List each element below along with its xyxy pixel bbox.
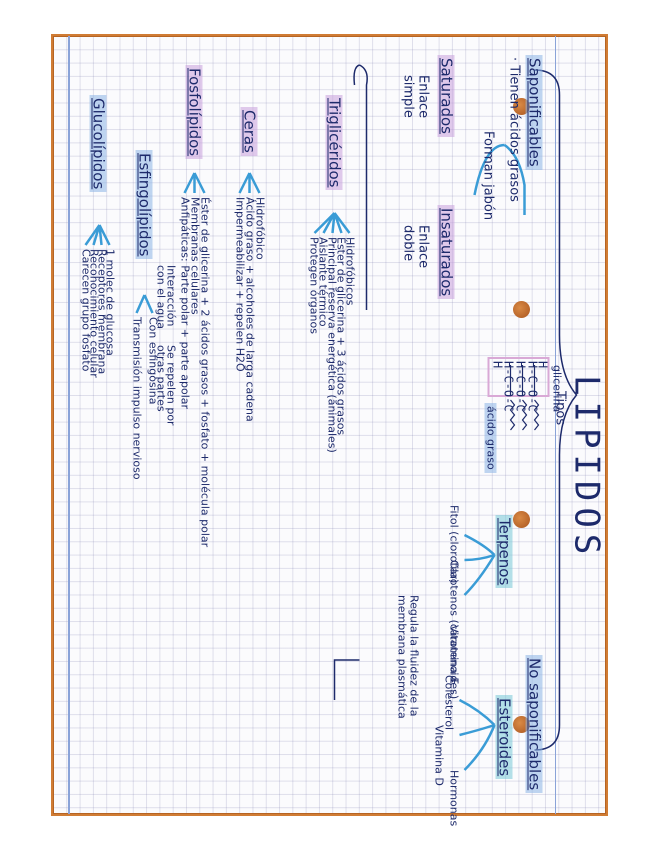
esteroides-item-2: Vitamina D [432,725,445,786]
saturados-desc-2: simple [400,75,415,118]
margin-line-right [554,36,556,814]
esfingolipidos-heading: Esfingolípidos [135,150,153,260]
saturados-heading: Saturados [437,55,455,137]
binder-hole-2 [513,301,530,318]
fatty-acid-zigzags [509,399,539,431]
colesterol-connector [333,659,359,700]
rotated-notes: LIPIDOS Tipos Saponificables · Tienen ác… [51,35,606,826]
binder-hole-3 [513,511,530,528]
ceras-arrows [237,172,261,194]
fosfolipidos-arrows [182,172,206,194]
mindmap-connectors [83,64,577,771]
saponificables-note-jabon: Forman jabón [480,131,495,221]
esteroides-heading: Esteroides [495,695,513,780]
no-saponificables-heading: No saponificables [525,655,543,794]
insaturados-heading: Insaturados [437,205,455,300]
formula-row-4: H-C-O-C [501,361,515,412]
trigliceridos-heading: Triglicéridos [325,95,343,191]
ceras-item-3: Impermeabilizar + repelen H2O [233,197,246,372]
arrow-insaturados [472,143,505,196]
fosfolipidos-heading: Fosfolípidos [185,65,203,160]
saponificables-note-acidos: · Tienen ácidos grasos [506,57,521,202]
saponificables-heading: Saponificables [525,55,543,170]
trigliceridos-item-5: Protegen órganos [307,237,320,334]
margin-line-left [68,36,70,814]
esteroides-item-3: Hormonas [447,770,460,827]
insaturados-desc-2: doble [400,225,415,262]
terpenos-arrows [463,533,496,596]
formula-row-5: H [490,361,504,369]
trigliceridos-arrows [313,212,350,234]
tipos-brace [533,69,577,751]
glucolipidos-arrows [83,224,111,246]
esteroides-item-1: Colesterol [442,675,455,731]
esteroides-arrows [458,698,496,771]
esfingolipidos-item-1: Con esfingosina [146,317,159,405]
page-title: LIPIDOS [566,375,606,561]
formula-glicerina-label: glicerina [550,365,563,413]
glucolipidos-item-4: Carecen grupo fosfato [79,249,92,372]
insaturados-desc-1: Enlace [415,225,430,269]
colesterol-note: Regula la fluidez de la membrana plasmát… [394,595,420,719]
formula-acid-label: ácido graso [483,403,497,473]
esfingolipidos-item-2: Transmisión impulso nervioso [130,317,143,480]
formula-bonds [509,365,535,395]
saponificables-brace [358,64,368,310]
esfingolipidos-arrows [134,294,154,314]
glucolipidos-heading: Glucolípidos [89,95,107,193]
terpenos-heading: Terpenos [495,515,513,589]
arrow-saturados [503,143,526,215]
fosfolipidos-item-3: Anfipáticas: Parte polar + parte apolar [178,197,191,410]
ceras-heading: Ceras [240,107,258,156]
saturados-desc-1: Enlace [415,75,430,119]
